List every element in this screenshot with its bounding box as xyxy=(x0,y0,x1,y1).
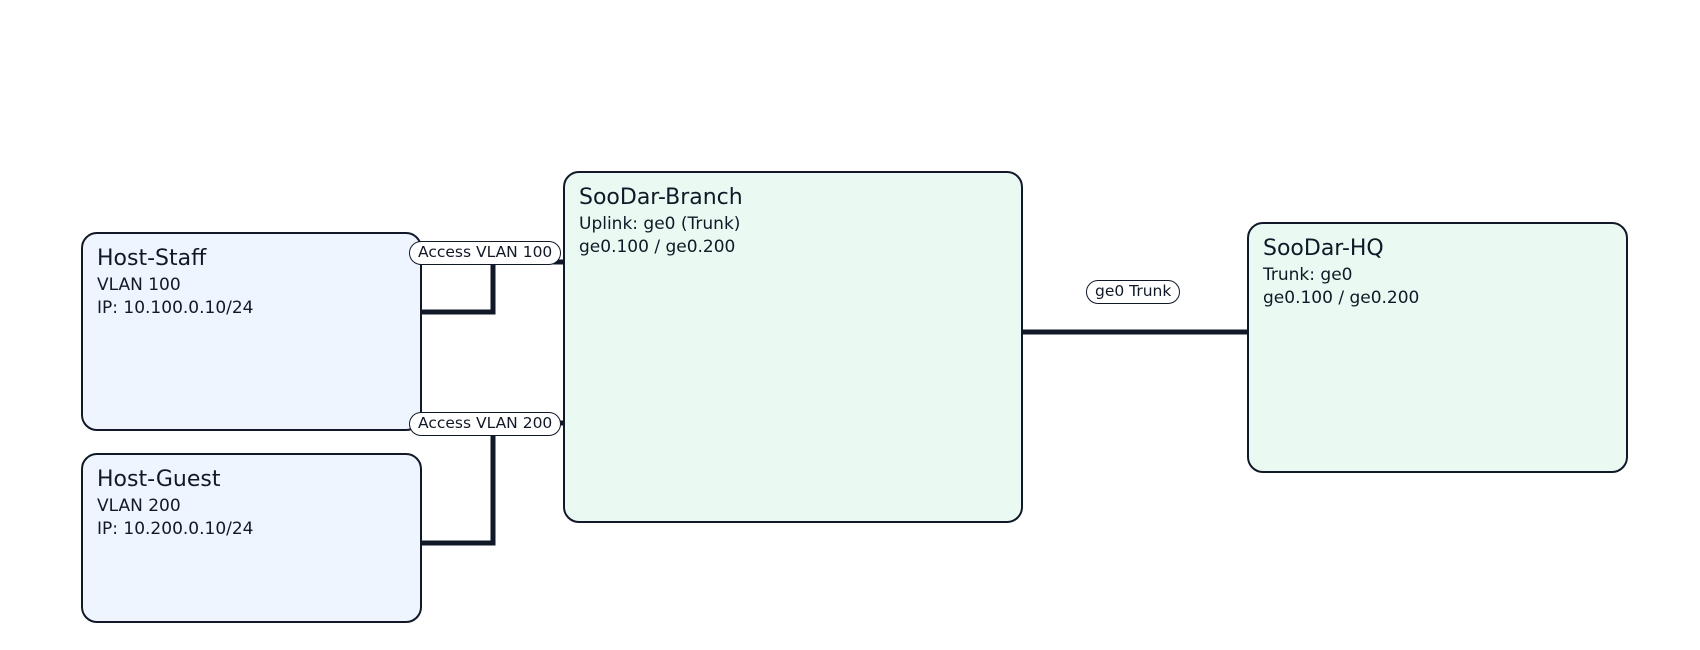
node-title: Host-Guest xyxy=(97,467,221,492)
host-staff-node[interactable]: Host-Staff VLAN 100 IP: 10.100.0.10/24 xyxy=(81,232,422,431)
subinterfaces-label: ge0.100 / ge0.200 xyxy=(579,237,736,257)
uplink-label: Uplink: ge0 (Trunk) xyxy=(579,214,741,234)
soodar-branch-node[interactable]: SooDar-Branch Uplink: ge0 (Trunk) ge0.10… xyxy=(563,171,1023,523)
link-access-vlan-200 xyxy=(422,420,563,546)
ip-label: IP: 10.200.0.10/24 xyxy=(97,519,254,539)
host-guest-node[interactable]: Host-Guest VLAN 200 IP: 10.200.0.10/24 xyxy=(81,453,422,623)
link-access-vlan-100 xyxy=(422,259,563,315)
link-label-access-vlan-100: Access VLAN 100 xyxy=(409,241,562,265)
node-title: SooDar-Branch xyxy=(579,185,743,210)
ip-label: IP: 10.100.0.10/24 xyxy=(97,298,254,318)
vlan-label: VLAN 100 xyxy=(97,275,181,295)
node-title: SooDar-HQ xyxy=(1263,236,1384,261)
subinterfaces-label: ge0.100 / ge0.200 xyxy=(1263,288,1420,308)
link-label-ge0-trunk: ge0 Trunk xyxy=(1086,280,1181,304)
node-title: Host-Staff xyxy=(97,246,207,271)
trunk-label: Trunk: ge0 xyxy=(1263,265,1353,285)
soodar-hq-node[interactable]: SooDar-HQ Trunk: ge0 ge0.100 / ge0.200 xyxy=(1247,222,1628,473)
vlan-label: VLAN 200 xyxy=(97,496,181,516)
link-label-access-vlan-200: Access VLAN 200 xyxy=(409,412,562,436)
